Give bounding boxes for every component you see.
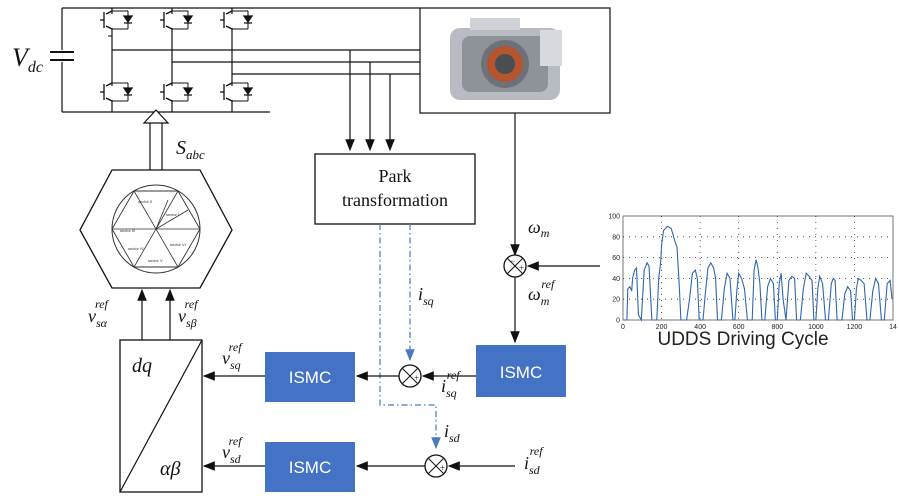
chart-ytick-label: 60 — [612, 255, 620, 262]
chart-xtick-label: 200 — [656, 324, 668, 331]
svg-text:sector III: sector III — [120, 228, 135, 233]
vdc-label: Vdc — [12, 43, 43, 76]
motor-image — [419, 7, 611, 114]
alphabeta-label: αβ — [160, 458, 180, 480]
chart-series-line — [623, 225, 893, 322]
d-current-summing-junction: + — [424, 454, 448, 478]
omega-m-label: ωm — [528, 217, 550, 240]
sabc-label: Sabc — [176, 137, 205, 162]
svg-text:sector VI: sector VI — [170, 242, 186, 247]
vsd-ref-label: vsdref — [222, 434, 243, 466]
isq-label: isq — [418, 284, 434, 308]
svg-text:sector II: sector II — [138, 199, 152, 204]
alphabeta-voltage-lines — [137, 288, 175, 340]
ismc-q-label: ISMC — [289, 368, 332, 387]
chart-xtick-label: 14 — [889, 324, 897, 331]
igbt-switch-icon — [100, 10, 254, 102]
svg-text:sector IV: sector IV — [128, 246, 144, 251]
chart-xtick-label: 1200 — [847, 324, 863, 331]
sabc-arrow — [142, 109, 170, 170]
chart-ytick-label: 100 — [608, 214, 620, 221]
chart-title: UDDS Driving Cycle — [657, 329, 828, 350]
vsb-ref-label: vsβref — [178, 297, 199, 330]
chart-ytick-label: 20 — [612, 297, 620, 304]
chart-xtick-label: 800 — [771, 324, 783, 331]
svg-text:+: + — [414, 373, 419, 383]
dq-label: dq — [132, 355, 152, 377]
ismc-q-current-block: ISMC — [265, 352, 355, 402]
inverter-bridge — [100, 8, 254, 112]
vsq-ref-label: vsqref — [222, 340, 243, 372]
svm-hexagon-block: sector II sector I sector III sector VI … — [79, 169, 233, 289]
isd-ref-label: isdref — [524, 444, 544, 477]
ismc-d-current-block: ISMC — [265, 442, 355, 492]
isq-ref-label: isqref — [441, 368, 461, 400]
chart-xtick-label: 1000 — [808, 324, 824, 331]
chart-xtick-label: 600 — [733, 324, 745, 331]
park-label-line1: Park — [379, 166, 412, 186]
svg-text:−: − — [510, 256, 515, 266]
svg-text:+: + — [440, 463, 445, 473]
svg-text:sector I: sector I — [166, 212, 179, 217]
dq-to-alphabeta-block: dq αβ — [119, 339, 203, 493]
park-transformation-block: Park transformation — [314, 153, 476, 225]
svg-text:sector V: sector V — [148, 258, 163, 263]
vsa-ref-label: vsαref — [88, 297, 110, 330]
isd-label: isd — [444, 421, 461, 445]
omega-ref-label: ωmref — [528, 277, 556, 308]
ismc-speed-label: ISMC — [500, 363, 543, 382]
chart-xtick-label: 0 — [621, 324, 625, 331]
current-sense-lines — [345, 50, 395, 152]
dc-bus — [50, 7, 420, 113]
current-feedback-signals — [379, 224, 441, 450]
chart-ytick-label: 0 — [616, 318, 620, 325]
chart-ytick-label: 40 — [612, 276, 620, 283]
ismc-speed-block: ISMC — [476, 345, 566, 397]
speed-summing-junction: + − — [503, 254, 527, 278]
ismc-d-label: ISMC — [289, 458, 332, 477]
svg-text:+: + — [519, 263, 524, 273]
chart-ytick-label: 80 — [612, 234, 620, 241]
q-current-summing-junction: + — [398, 364, 422, 388]
phase-lines — [112, 49, 420, 75]
park-label-line2: transformation — [342, 190, 448, 210]
chart-xtick-label: 400 — [694, 324, 706, 331]
